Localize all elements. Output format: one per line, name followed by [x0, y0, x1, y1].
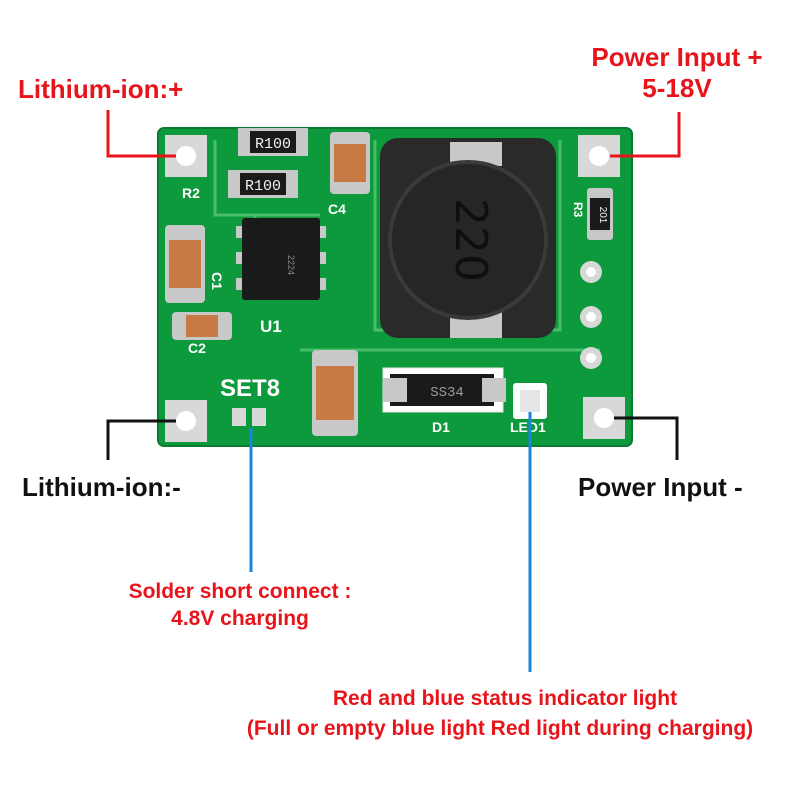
ic-marking: 2224: [286, 255, 296, 275]
label-power-input-pos-line1: Power Input +: [591, 42, 763, 72]
silk-u1: U1: [260, 317, 282, 336]
label-status-indicator: Red and blue status indicator light (Ful…: [195, 684, 800, 744]
pointer-power-input-pos: [610, 112, 681, 158]
resistor-1-marking: R100: [255, 136, 291, 153]
label-solder-short-line1: Solder short connect :: [128, 580, 352, 603]
label-power-input-neg: Power Input -: [578, 472, 743, 502]
resistor-r3: [587, 188, 613, 240]
resistor-r100-top: [238, 128, 308, 156]
pointer-power-input-neg: [614, 416, 679, 460]
silk-r3: R3: [571, 202, 585, 218]
silk-c1: C1: [209, 272, 225, 290]
capacitor-c4: [330, 132, 370, 194]
label-lithium-neg: Lithium-ion:-: [22, 472, 181, 502]
label-power-input-pos: Power Input + 5-18V: [574, 42, 780, 104]
diode-marking: SS34: [430, 385, 464, 401]
pointer-lithium-pos: [106, 110, 176, 158]
silk-c2: C2: [188, 340, 206, 356]
ic-u1: [236, 218, 326, 300]
silk-r2: R2: [182, 185, 200, 201]
diode-d1: [382, 367, 506, 413]
label-status-indicator-line1: Red and blue status indicator light: [332, 687, 678, 710]
capacitor-c2: [172, 312, 232, 340]
label-power-input-pos-line2: 5-18V: [642, 73, 712, 103]
resistor-r100-bottom: [228, 170, 298, 198]
label-lithium-pos: Lithium-ion:+: [18, 74, 184, 104]
resistor-3-marking: 201: [597, 207, 608, 224]
silk-led1: LED1: [510, 419, 546, 435]
led1: [513, 383, 547, 419]
silk-d1: D1: [432, 419, 450, 435]
resistor-2-marking: R100: [245, 178, 281, 195]
label-status-indicator-line2: (Full or empty blue light Red light duri…: [246, 717, 754, 740]
silk-c4: C4: [328, 201, 346, 217]
side-pads: [580, 261, 602, 369]
inductor-220: [380, 138, 556, 338]
silk-set: SET8: [220, 375, 280, 402]
set-solder-pads: [232, 408, 266, 426]
capacitor-bottom: [312, 350, 358, 436]
label-solder-short-line2: 4.8V charging: [171, 607, 309, 630]
pointer-lithium-neg: [106, 419, 176, 460]
inductor-marking: 220: [445, 198, 496, 282]
label-solder-short: Solder short connect : 4.8V charging: [100, 578, 380, 632]
capacitor-c1: [165, 225, 205, 303]
